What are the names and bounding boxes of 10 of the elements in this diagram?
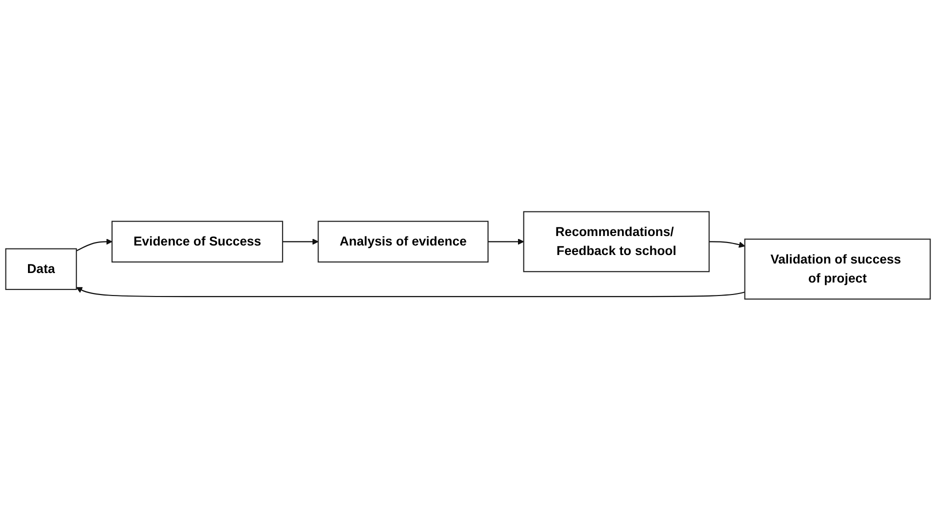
arrow — [282, 238, 319, 244]
arrow — [488, 238, 524, 244]
arrow — [76, 286, 745, 297]
node-box: Evidence of Success — [112, 220, 284, 262]
arrow — [76, 238, 112, 251]
arrow — [709, 240, 746, 248]
node-box: Data — [5, 248, 77, 290]
node-box: Analysis of evidence — [318, 220, 489, 262]
node-box: Validation of success of project — [744, 238, 931, 300]
node-box: Recommendations/ Feedback to school — [523, 210, 710, 272]
